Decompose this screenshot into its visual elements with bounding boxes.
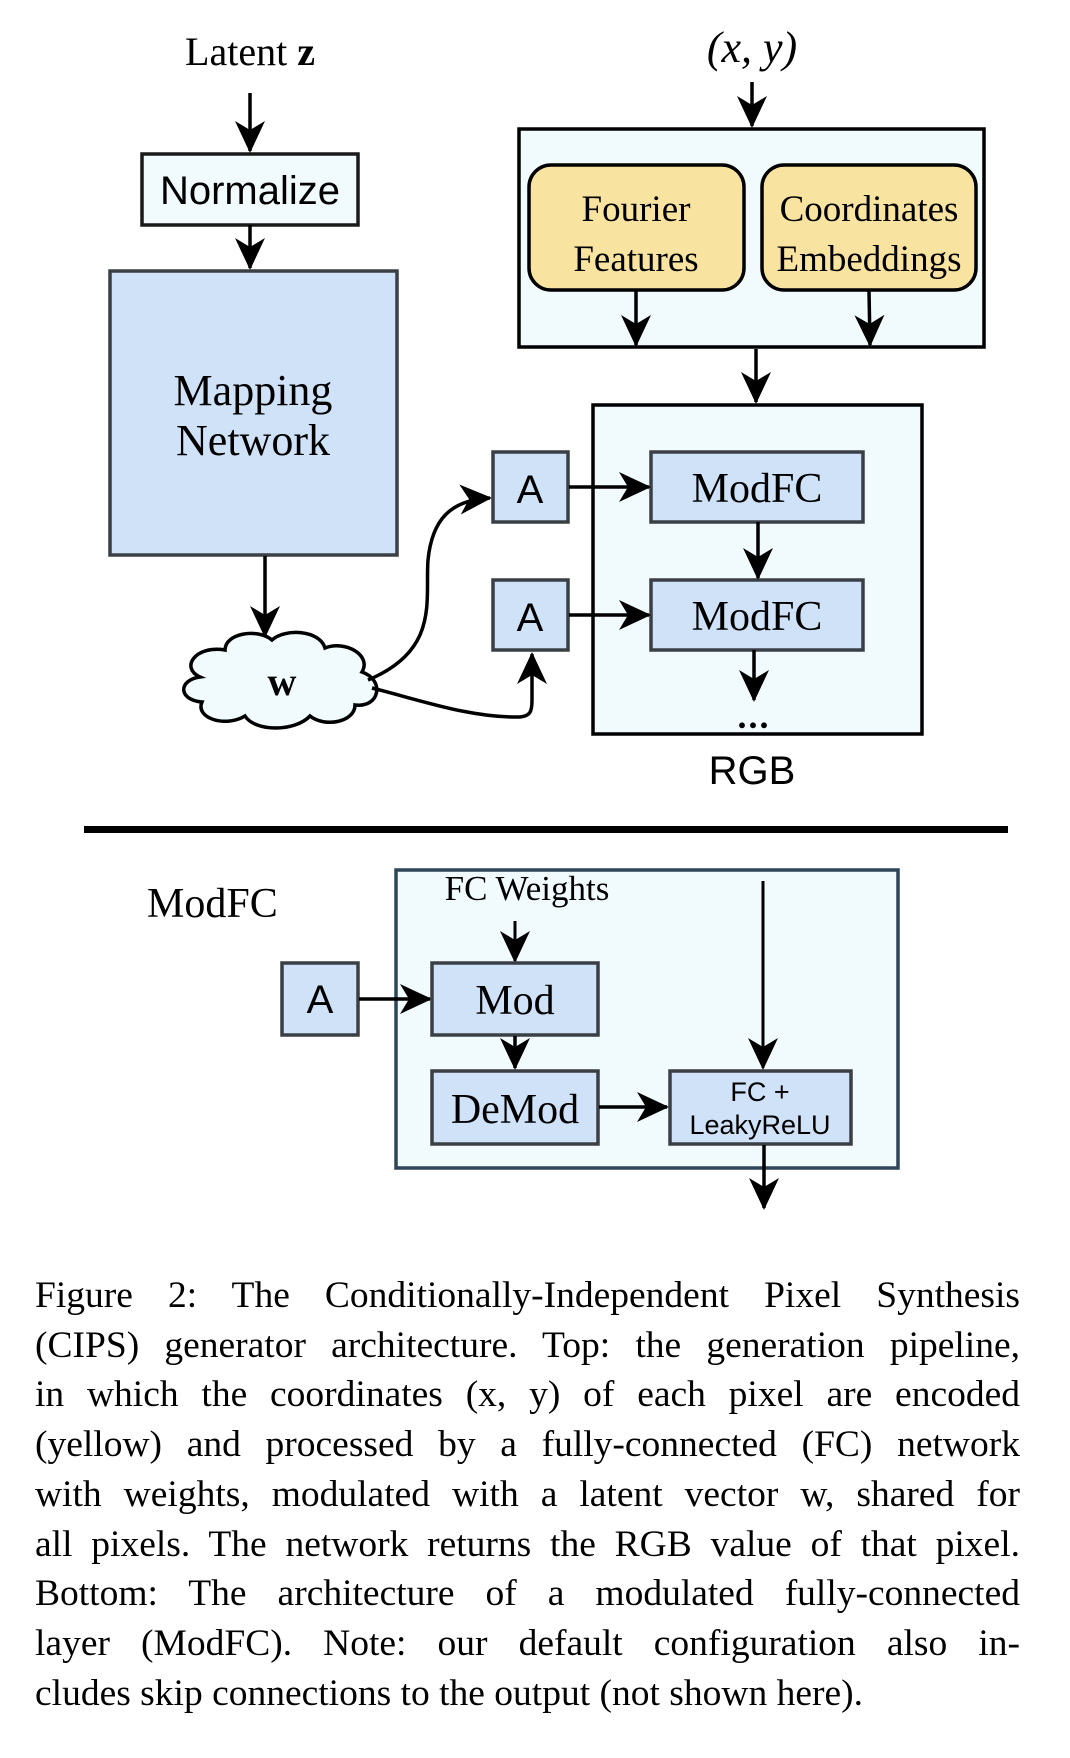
modfc-block-2: ModFC [649, 578, 865, 652]
leakyrelu-label: LeakyReLU [689, 1110, 830, 1140]
modfc-a-label: A [307, 978, 334, 1022]
arrow-w-to-a2 [371, 652, 547, 719]
demod-label: DeMod [451, 1087, 579, 1133]
caption-line: cludes skip connections to the output (n… [35, 1672, 863, 1714]
coordinates-label-line2: Embeddings [777, 239, 962, 280]
modfc-section-label: ModFC [147, 881, 278, 927]
caption-line: with weights, modulated with a latent ve… [35, 1473, 1020, 1515]
caption-line: layer (ModFC). Note: our default configu… [35, 1622, 1020, 1664]
normalize-label: Normalize [160, 169, 340, 213]
fc-weights-label: FC Weights [445, 869, 610, 908]
caption-line: Figure 2: The Conditionally-Independent … [35, 1275, 1020, 1316]
fourier-label-line1: Fourier [582, 189, 691, 230]
a-block-2-label: A [517, 596, 544, 640]
caption-line: all pixels. The network returns the RGB … [35, 1523, 1020, 1565]
section-separator [84, 826, 1008, 833]
w-latent-cloud: w [182, 630, 379, 730]
modfc-block-1-label: ModFC [692, 466, 823, 512]
mod-block: Mod [430, 961, 600, 1037]
a-block-2: A [491, 578, 570, 652]
modfc-a-block: A [280, 961, 360, 1037]
w-symbol: w [268, 659, 297, 704]
modfc-block-2-label: ModFC [692, 594, 823, 640]
caption-line: in which the coordinates (x, y) of each … [35, 1374, 1020, 1416]
normalize-block: Normalize [140, 152, 360, 227]
caption-line: Bottom: The architecture of a modulated … [35, 1573, 1020, 1615]
modfc-block-1: ModFC [649, 450, 865, 524]
fourier-features-block: Fourier Features [527, 163, 746, 292]
figure-caption: Figure 2: The Conditionally-Independent … [35, 1271, 1020, 1718]
a-block-1: A [491, 450, 570, 524]
caption-line: (CIPS) generator architecture. Top: the … [35, 1324, 1020, 1366]
coordinates-embeddings-block: Coordinates Embeddings [760, 163, 978, 292]
arrow-w-to-a1 [367, 484, 492, 682]
mod-label: Mod [475, 978, 554, 1024]
mapping-network-label-line1: Mapping [174, 366, 333, 415]
a-block-1-label: A [517, 468, 544, 512]
caption-line: (yellow) and processed by a fully-connec… [35, 1424, 1020, 1466]
demod-block: DeMod [430, 1069, 600, 1146]
fc-leakyrelu-block: FC + LeakyReLU [668, 1069, 853, 1146]
fourier-label-line2: Features [573, 239, 698, 280]
rgb-output-label: RGB [709, 749, 796, 793]
coordinates-input-label: (x, y) [707, 23, 797, 72]
coordinates-label-line1: Coordinates [780, 189, 959, 230]
mapping-network-label-line2: Network [176, 416, 330, 465]
mapping-network-block: Mapping Network [108, 269, 399, 557]
fc-label: FC + [730, 1077, 789, 1107]
ellipsis: ... [738, 696, 771, 736]
arrow-coords-embed-out [854, 290, 885, 347]
